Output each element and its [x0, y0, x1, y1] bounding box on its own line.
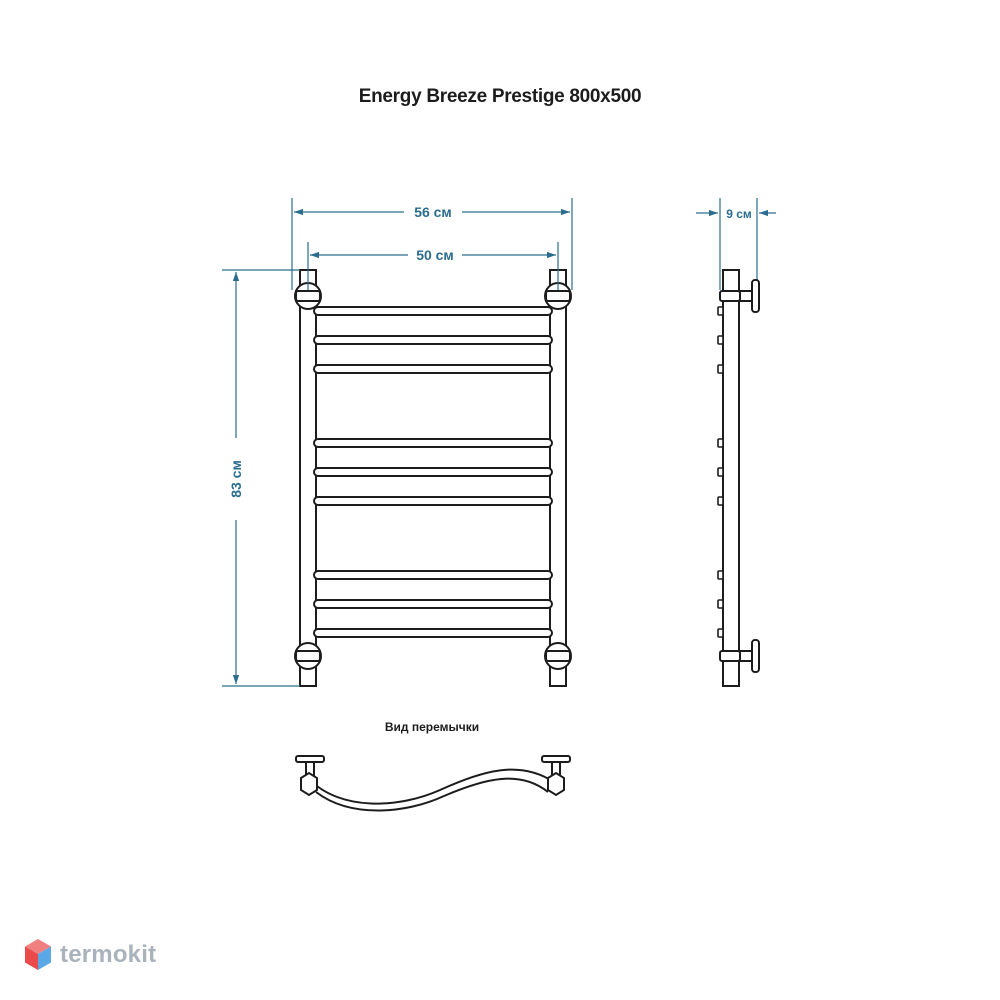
bracket-right-bottom: [544, 642, 572, 670]
side-view: [717, 269, 760, 687]
rung: [313, 570, 553, 580]
rung: [313, 496, 553, 506]
page-title: Energy Breeze Prestige 800x500: [358, 86, 642, 107]
bracket-left-bottom: [294, 642, 322, 670]
jumper-curve: [307, 768, 555, 805]
inner-width-label: 50 см: [416, 247, 454, 263]
outer-width-label: 56 см: [414, 204, 452, 220]
rung: [313, 467, 553, 477]
rung: [313, 599, 553, 609]
rung: [313, 364, 553, 374]
side-rung-stubs: [717, 306, 724, 638]
rung: [313, 306, 553, 316]
rung: [313, 628, 553, 638]
right-upright: [549, 269, 567, 687]
jumper-view: [295, 755, 571, 812]
brand-name: termokit: [60, 941, 157, 968]
jumper-right-connector: [541, 755, 571, 797]
brand-logo: termokit: [24, 934, 156, 976]
rung: [313, 438, 553, 448]
rung: [313, 335, 553, 345]
jumper-caption: Вид перемычки: [385, 720, 479, 734]
side-mount-bottom: [719, 639, 760, 673]
front-view: [294, 269, 572, 687]
dimension-lines: [222, 198, 776, 687]
depth-label: 9 см: [726, 207, 752, 221]
cube-logo-icon: [25, 939, 51, 970]
left-upright: [299, 269, 317, 687]
rungs: [313, 306, 553, 638]
side-upright: [722, 269, 740, 687]
side-mount-top: [719, 279, 760, 313]
height-label: 83 см: [228, 460, 244, 498]
jumper-left-connector: [295, 755, 325, 797]
